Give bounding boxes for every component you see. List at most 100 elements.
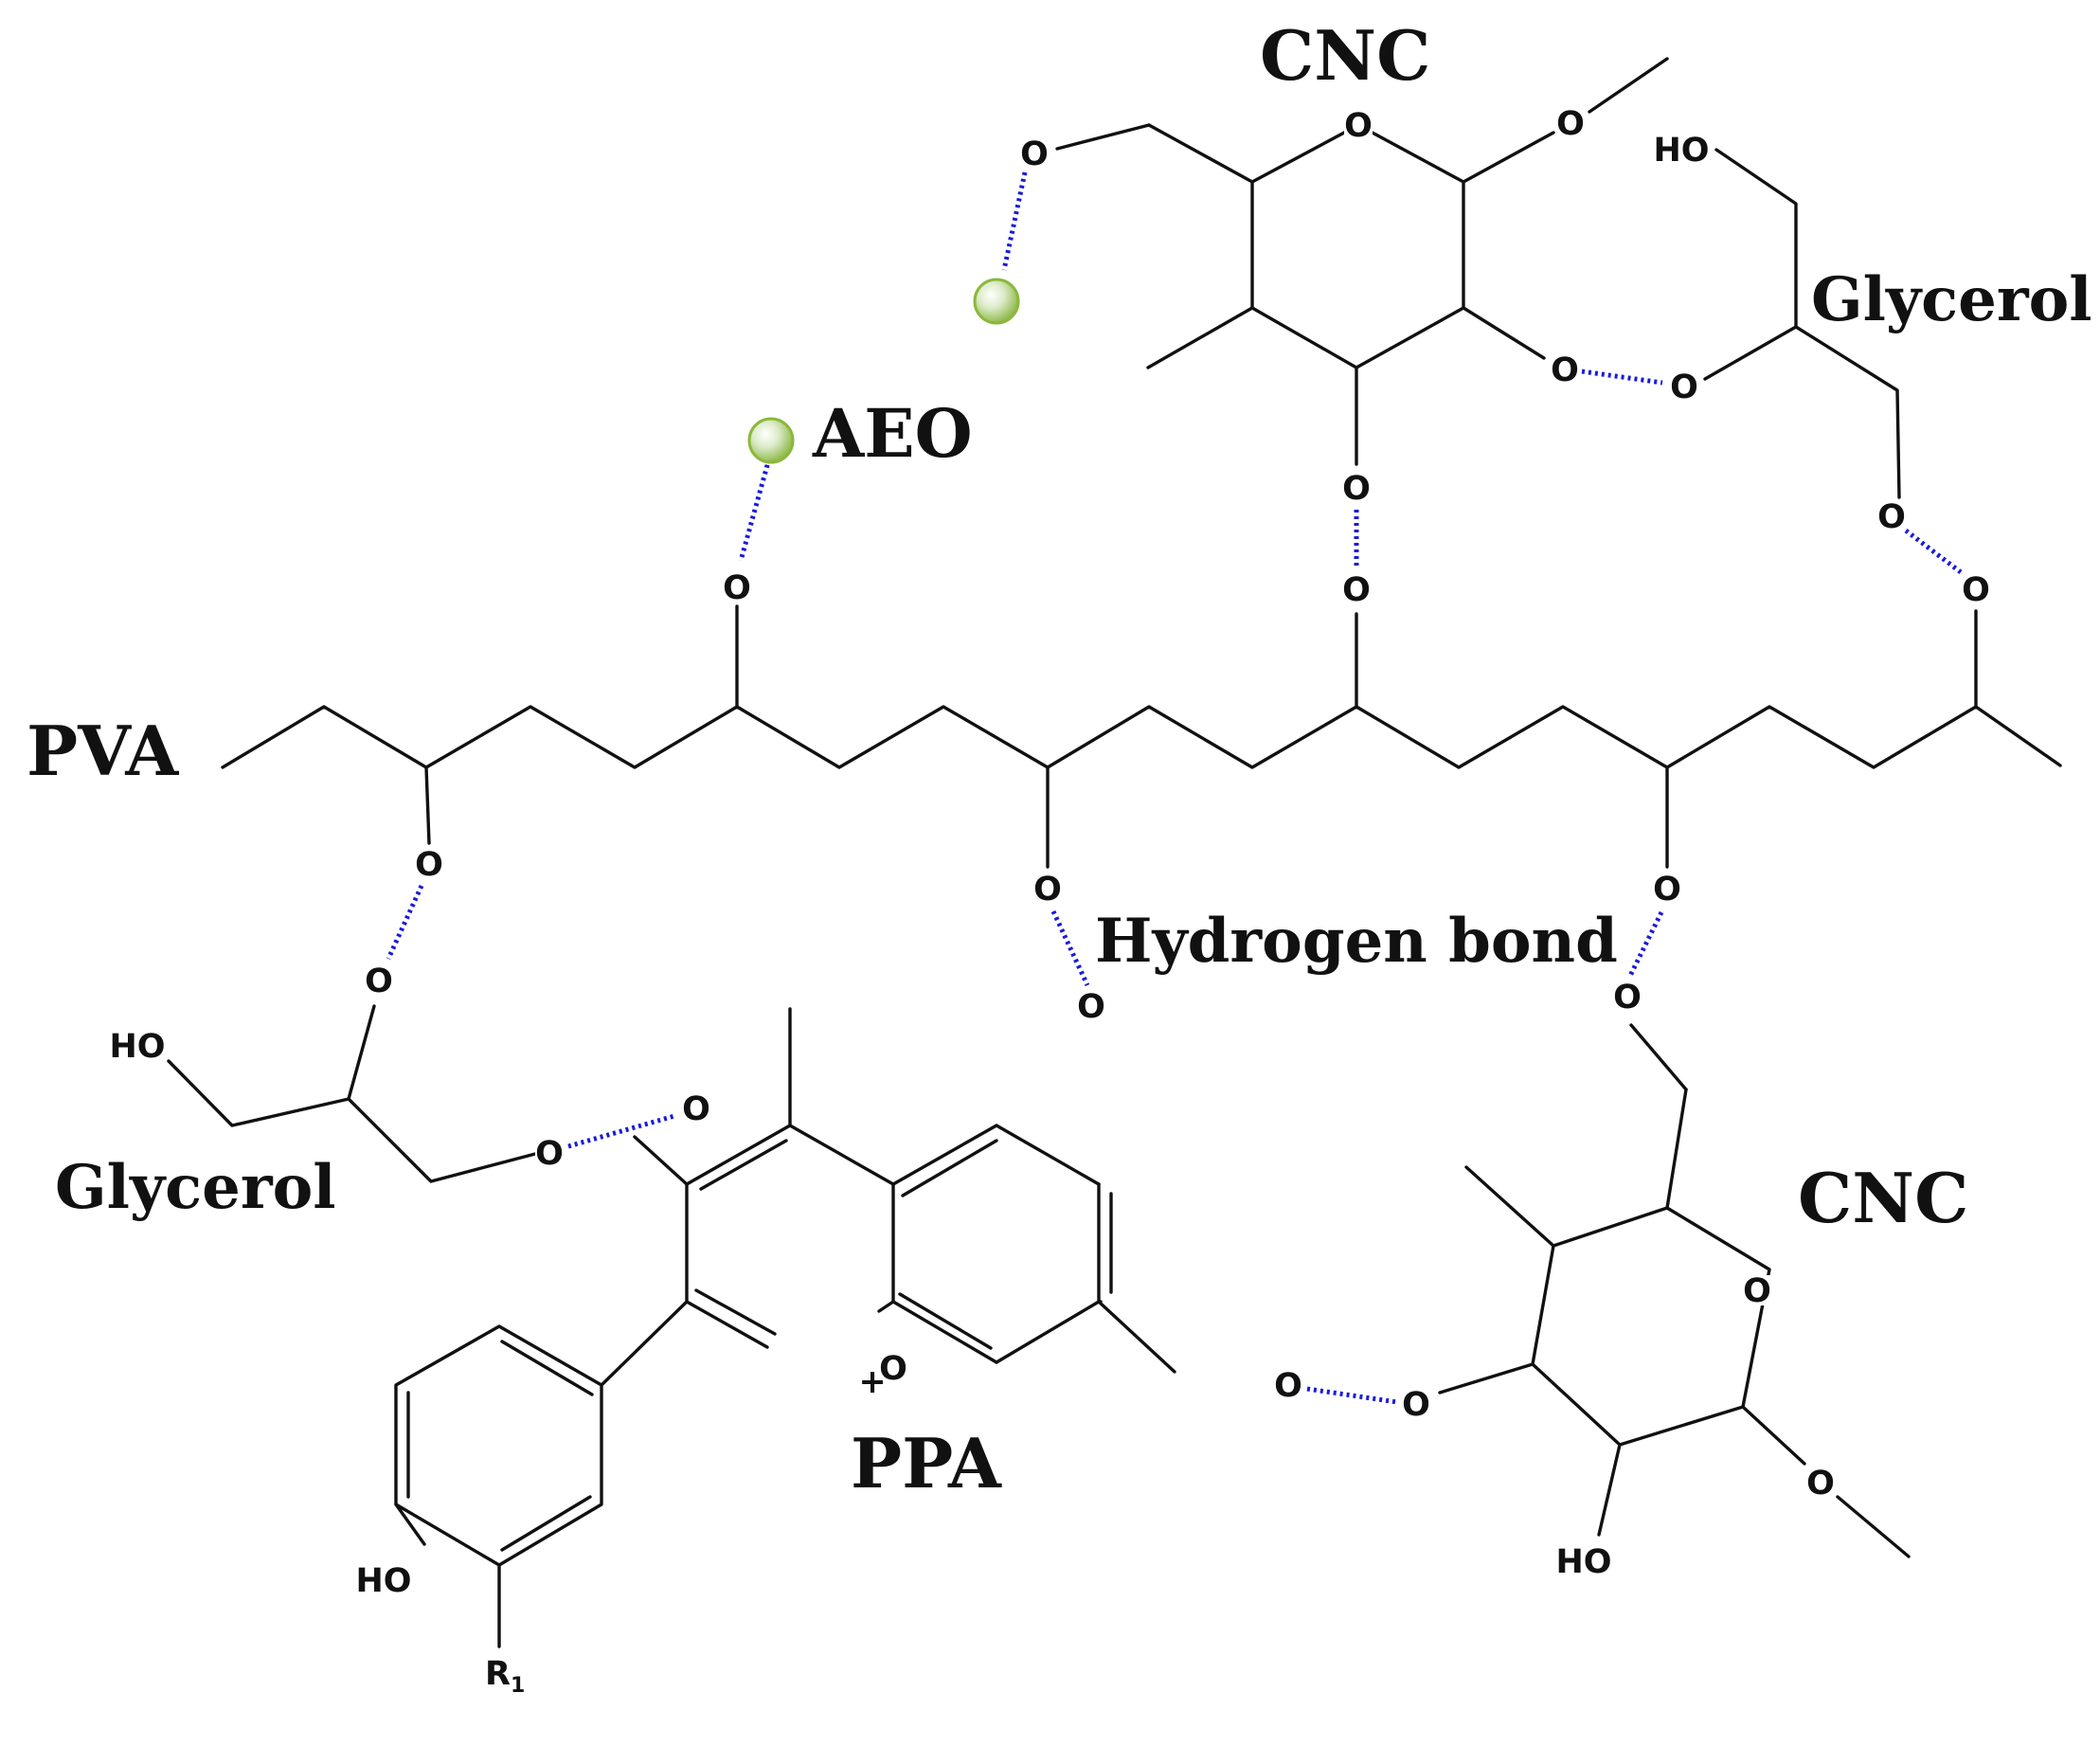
hydroxyl-atom: HO: [109, 1028, 165, 1066]
ppa-bond: [891, 1300, 998, 1364]
atom-label-background: [108, 1031, 167, 1061]
glycerol-bottom-bond: [347, 1004, 376, 1101]
ppa-label: PPA: [851, 1423, 1002, 1503]
atom-label-background: [682, 1093, 710, 1124]
hydrogen-bond: [1626, 910, 1664, 980]
atom-label-background: [1020, 138, 1049, 169]
atom-label-background: [354, 1565, 413, 1595]
cnc-top-ring: [1250, 123, 1465, 369]
hydrogen-bonds: [386, 171, 1963, 1405]
ppa-phenyl-inner: [500, 1495, 592, 1552]
atom-label-background: [1554, 1546, 1613, 1576]
ppa-bond: [1097, 1300, 1176, 1374]
ppa-bond: [877, 1300, 895, 1313]
oxygen-atom: O: [879, 1350, 907, 1388]
atom-label-background: [1743, 1275, 1771, 1305]
cnc-top-label: CNC: [1260, 15, 1430, 96]
oxygen-atom: O: [1402, 1386, 1430, 1424]
hydrogen-bond: [1001, 171, 1028, 271]
atom-label-background: [1653, 873, 1681, 904]
oxygen-atom: O: [1551, 351, 1579, 389]
green-sphere-icon: [973, 278, 1020, 325]
pva-label: PVA: [27, 711, 179, 791]
glycerol-bottom-label: Glycerol: [55, 1152, 336, 1223]
ppa-phenyl-bond: [394, 1503, 426, 1546]
pva-backbone: [221, 705, 2062, 769]
ppa-bond: [788, 1124, 895, 1186]
atom-label-background: [1274, 1370, 1302, 1400]
atom-label-background: [1342, 473, 1371, 503]
hydroxyl-atom: HO: [1653, 132, 1709, 170]
hydrogen-bond: [386, 884, 424, 961]
covalent-bonds: [167, 57, 2062, 1648]
atom-label-background: [723, 572, 751, 603]
atom-label-background: [1652, 135, 1711, 165]
atom-label-background: [415, 849, 443, 879]
cnc-top-bond: [1055, 123, 1151, 151]
ppa-bond: [901, 1139, 998, 1197]
oxygen-atom: O: [723, 569, 751, 607]
oxygen-atom: O: [1806, 1465, 1835, 1503]
hydrogen-bond: [567, 1113, 675, 1149]
atom-label-background: [1033, 873, 1062, 904]
hydrogen-bond: [1904, 529, 1963, 574]
oxygen-atom: O: [1077, 988, 1105, 1026]
hydrogen-bond: [738, 458, 772, 562]
atom-label-background: [535, 1138, 564, 1168]
cnc-top-bond: [1462, 131, 1555, 184]
oxygen-atom: O: [1344, 107, 1373, 145]
cnc-top-bond: [1588, 57, 1669, 114]
cnc-bottom-bond: [1464, 1165, 1555, 1248]
oxygen-atom: O: [1342, 571, 1371, 609]
ppa-phenyl-inner: [500, 1340, 594, 1396]
atom-label-background: [1962, 574, 1990, 604]
hydrogen-bond: [1306, 1386, 1398, 1405]
cnc-top-bond: [1146, 306, 1254, 369]
cnc-top-bond: [1147, 123, 1254, 184]
atom-label-background: [1670, 371, 1698, 402]
glycerol-top-label: Glycerol: [1811, 264, 2092, 335]
ppa-bond: [898, 1292, 993, 1350]
atom-label-background: [1342, 574, 1371, 604]
atom-label-background: [1077, 991, 1105, 1021]
atom-label-background: [481, 1653, 530, 1691]
atom-label-background: [1551, 354, 1579, 385]
ppa-bond: [699, 1139, 788, 1191]
ppa-bond: [685, 1124, 792, 1186]
atom-label-background: [1344, 110, 1373, 140]
hydrogen-bond-label: Hydrogen bond: [1095, 906, 1618, 977]
atom-label-background: [365, 965, 393, 996]
aeo-label: AEO: [812, 394, 973, 473]
oxygen-atom: O: [365, 963, 393, 1000]
cnc-bottom-ring: [1531, 1206, 1771, 1447]
ppa-phenyl-ring: [394, 1324, 603, 1567]
oxygen-atom: O: [535, 1135, 564, 1173]
oxygen-atom: O: [415, 846, 443, 884]
cnc-bottom-bond: [1741, 1405, 1806, 1466]
pva-pendant-bond: [424, 765, 431, 845]
ppa-bond: [995, 1300, 1101, 1364]
cnc-bottom-bond: [1665, 1088, 1688, 1210]
cnc-bottom-bond: [1629, 1023, 1688, 1091]
hydrogen-bond: [1050, 909, 1090, 987]
oxygen-atom: O: [1653, 871, 1681, 909]
atom-label-background: [1613, 981, 1642, 1012]
oxygen-atom: O: [1020, 135, 1049, 173]
cnc-bottom-bond: [1597, 1443, 1622, 1537]
cnc-bottom-bond: [1836, 1495, 1911, 1558]
r-group-label: R1: [485, 1655, 525, 1698]
aeo-particles: [747, 278, 1020, 464]
oxygen-atom: O: [1962, 571, 1990, 609]
oxygen-atom: O: [1342, 470, 1371, 508]
cnc-top-bond: [1462, 306, 1546, 360]
atom-label-background: [1806, 1467, 1835, 1498]
oxygen-atom: O: [1274, 1367, 1302, 1405]
ppa-bond: [995, 1124, 1101, 1186]
glycerol-top-bond: [1703, 325, 1798, 381]
green-sphere-icon: [747, 417, 795, 464]
ppa-bond: [685, 1300, 769, 1349]
atom-label-background: [879, 1353, 907, 1383]
ppa-bond: [891, 1124, 998, 1186]
ppa-bond: [600, 1300, 689, 1387]
oxygen-atom: O: [1743, 1272, 1771, 1310]
